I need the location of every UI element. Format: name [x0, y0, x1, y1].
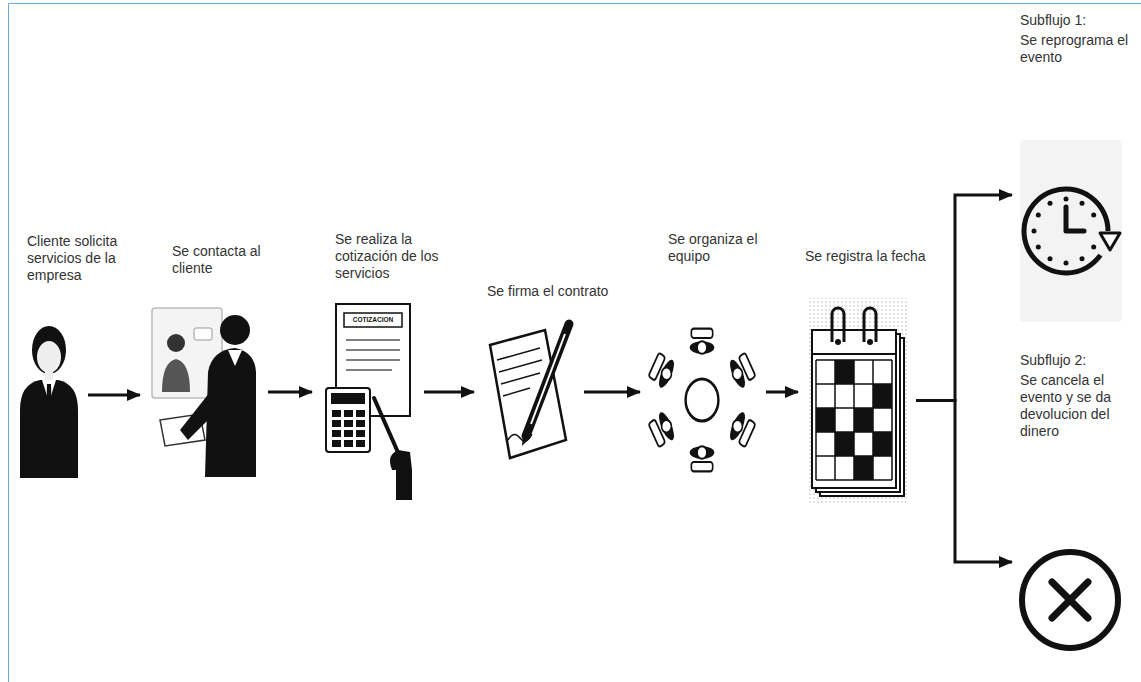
- flow-arrow: [424, 391, 474, 394]
- step-label: Se contacta al cliente: [172, 243, 268, 277]
- cancel-icon: [1022, 552, 1118, 648]
- process-step: Se organiza el equipo: [650, 326, 756, 474]
- step-caption: Cliente solicita servicios de la empresa: [27, 233, 127, 284]
- process-step: Se firma el contrato: [484, 318, 574, 463]
- flow-arrow: [268, 391, 312, 394]
- meeting-icon: [152, 308, 256, 477]
- step-label: Se realiza la cotización de los servicio…: [335, 231, 449, 282]
- subflow-step: Subflujo 2: Se cancela el evento y se da …: [1020, 352, 1136, 656]
- step-caption: Se firma el contrato: [487, 283, 617, 300]
- step-label: Se reprograma el evento: [1020, 32, 1136, 66]
- frame-border: [9, 4, 1141, 682]
- process-step: Se registra la fecha: [808, 298, 908, 503]
- flow-arrow: [584, 391, 640, 394]
- clock-icon: [1020, 140, 1122, 322]
- step-caption: Se contacta al cliente: [172, 243, 268, 277]
- team-icon: [648, 329, 757, 472]
- subflow-heading: Subflujo 2:: [1020, 352, 1136, 369]
- step-label: Se firma el contrato: [487, 283, 617, 300]
- document-title: COTIZACION: [353, 316, 393, 324]
- subflow-heading: Subflujo 1:: [1020, 12, 1136, 29]
- client-icon: [20, 326, 78, 478]
- quotation-icon: [326, 304, 412, 500]
- step-caption: Se organiza el equipo: [668, 231, 764, 265]
- step-caption: Se realiza la cotización de los servicio…: [335, 231, 449, 282]
- process-step: Se realiza la cotización de los servicio…: [322, 300, 414, 500]
- calendar-icon: [808, 298, 908, 503]
- process-step: Se contacta al cliente: [150, 305, 258, 477]
- contract-icon: [490, 324, 569, 458]
- step-label: Cliente solicita servicios de la empresa: [27, 233, 127, 284]
- step-label: Se cancela el evento y se da devolucion …: [1020, 372, 1136, 440]
- process-step: Cliente solicita servicios de la empresa: [20, 318, 78, 478]
- flow-arrow: [916, 401, 1012, 563]
- step-caption: Se registra la fecha: [805, 248, 935, 265]
- flow-arrow: [88, 394, 140, 397]
- step-label: Se organiza el equipo: [668, 231, 764, 265]
- subflow-step: Subflujo 1: Se reprograma el evento: [1020, 12, 1136, 324]
- flow-arrow: [766, 391, 798, 394]
- flow-arrow: [916, 195, 1012, 401]
- step-label: Se registra la fecha: [805, 248, 935, 265]
